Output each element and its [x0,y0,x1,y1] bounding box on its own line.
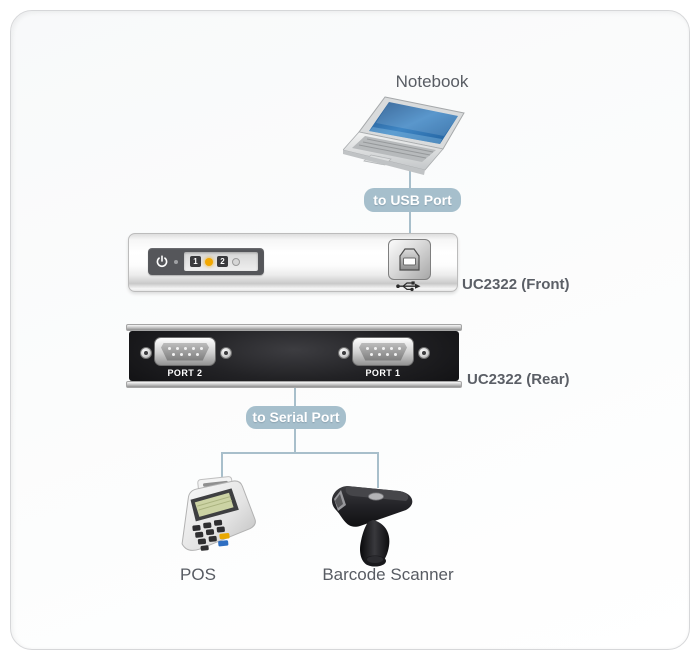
rear-bottom-rail [126,381,462,388]
usb-port-badge: to USB Port [364,188,461,212]
pos-label: POS [180,565,216,584]
port1-led-label: 1 [190,256,201,267]
db9-serial-connector-port1 [352,337,414,366]
uc2322-rear-device: PORT 2 PORT 1 [129,331,459,381]
port1-label: PORT 1 [365,368,401,378]
port2-label: PORT 2 [167,368,203,378]
front-status-panel: 1 2 [148,248,264,275]
line-branch-horizontal [221,452,379,454]
serial-port-badge: to Serial Port [246,406,346,429]
port2-led-label: 2 [217,256,228,267]
screw-hole [418,347,430,359]
led-strip: 1 2 [184,252,258,271]
screw-hole [338,347,350,359]
barcode-scanner-illustration [331,486,413,567]
screw-hole [220,347,232,359]
usb-b-port-icon [388,239,431,280]
port1-led-on [205,257,213,266]
line-branch-to-scanner [377,452,379,488]
rear-top-rail [126,324,462,331]
front-device-label: UC2322 (Front) [462,276,570,293]
line-branch-to-pos [221,452,223,484]
power-led [174,259,178,264]
pos-terminal-illustration [181,476,256,551]
notebook-label: Notebook [395,72,469,91]
db9-serial-connector-port2 [154,337,216,366]
uc2322-front-device: 1 2 [128,233,458,292]
port2-led-off [232,257,240,266]
usb-trident-icon [396,281,421,292]
barcode-scanner-label: Barcode Scanner [322,565,454,584]
screw-hole [140,347,152,359]
power-icon [156,254,168,267]
laptop-illustration [343,96,465,175]
rear-device-label: UC2322 (Rear) [467,371,570,388]
